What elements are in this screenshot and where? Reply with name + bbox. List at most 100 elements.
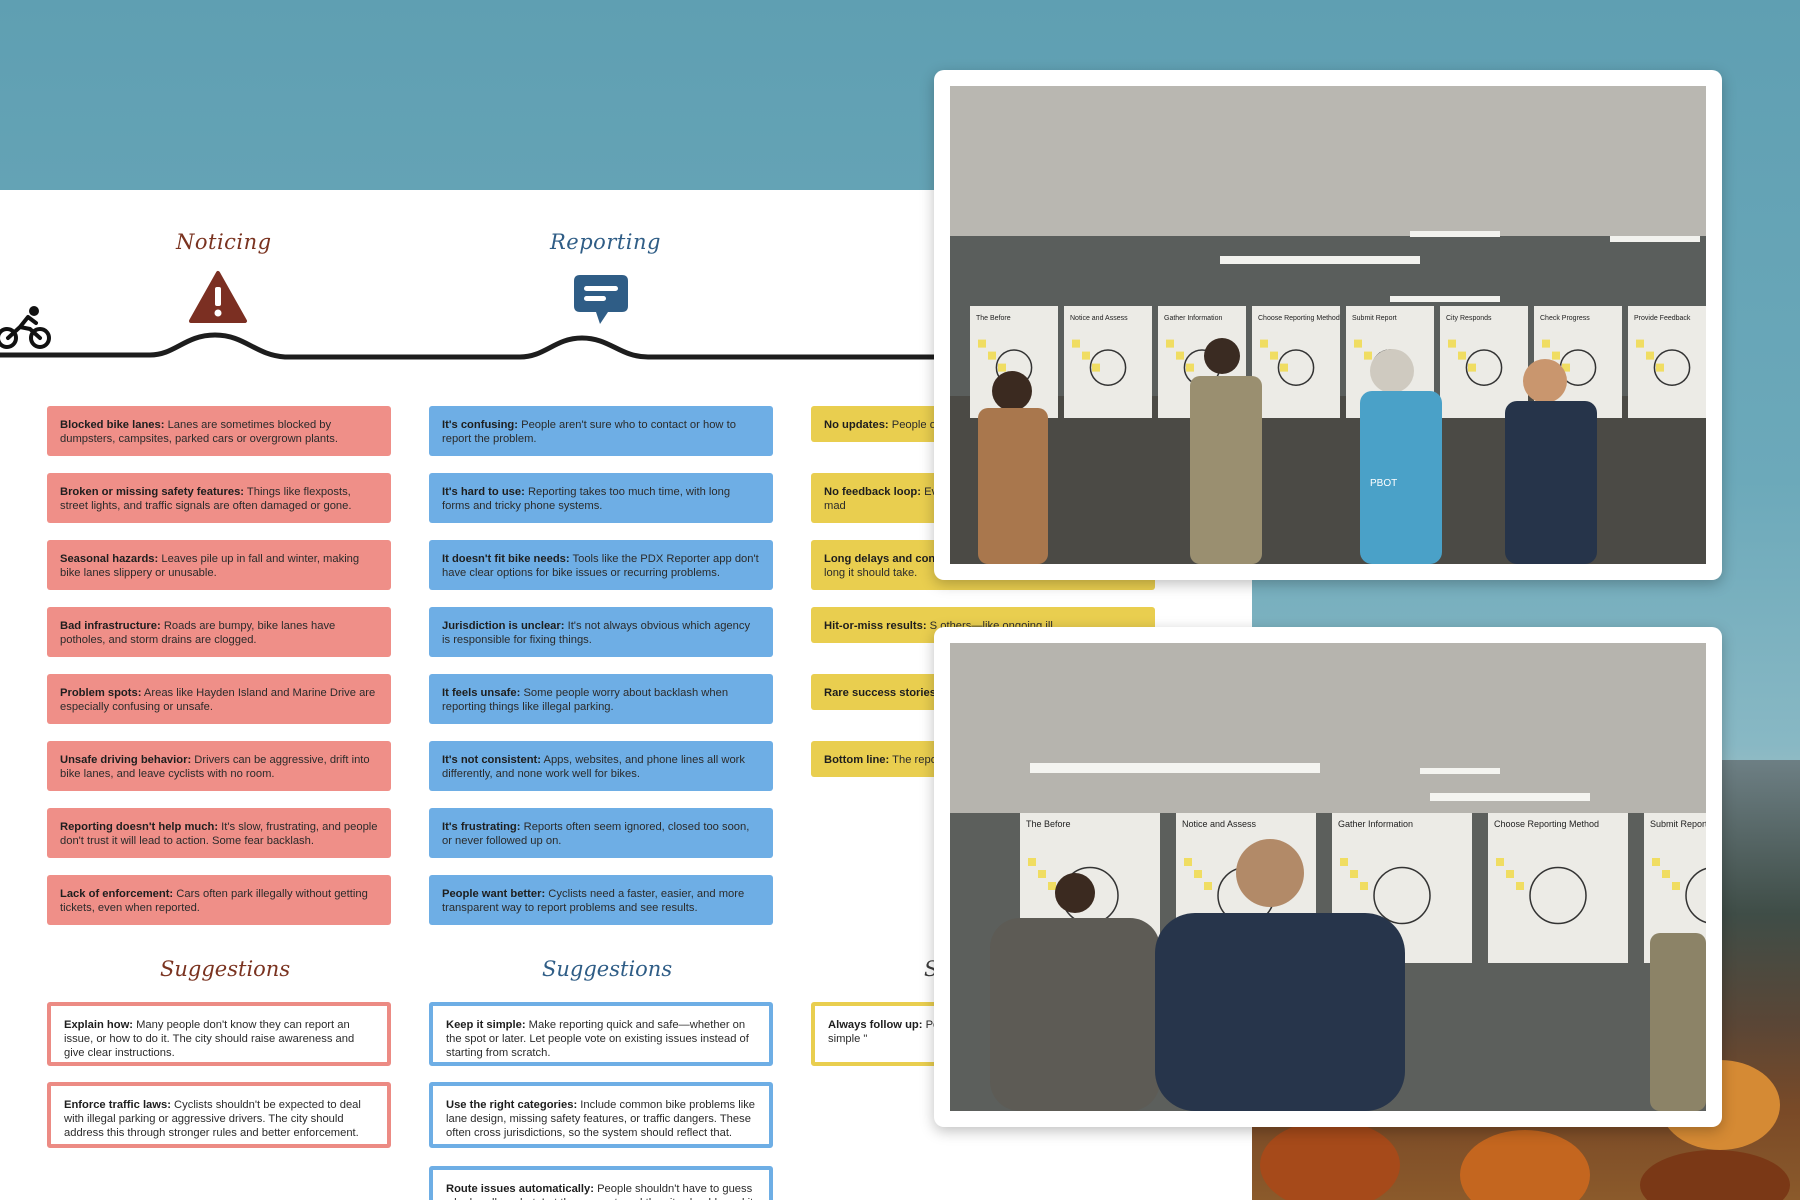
third-suggestion-card-heading: Always follow up: bbox=[828, 1019, 923, 1031]
reporting-card-text: It's not always obvious which agency is … bbox=[442, 620, 751, 646]
workshop-photo-2: The Before Notice and Assess Gather Inform… bbox=[934, 627, 1722, 1127]
reporting-card: People want better: Cyclists need a fast… bbox=[429, 875, 773, 925]
reporting-suggestion-card-text: People shouldn't have to guess who handl… bbox=[446, 1183, 753, 1200]
poster-label: Notice and Assess bbox=[1182, 819, 1257, 829]
poster-label: The Before bbox=[976, 315, 1011, 322]
reporting-card: Jurisdiction is unclear: It's not always… bbox=[429, 607, 773, 657]
third-card-heading: Rare success stories: bbox=[824, 687, 940, 699]
reporting-card-text: Cyclists need a faster, easier, and more… bbox=[442, 888, 745, 914]
poster-label: Gather Information bbox=[1164, 315, 1222, 322]
poster-label: Submit Report bbox=[1650, 819, 1706, 829]
noticing-card: Broken or missing safety features: Thing… bbox=[47, 473, 391, 523]
reporting-card-text: Tools like the PDX Reporter app don't ha… bbox=[442, 553, 759, 579]
poster-label: Check Progress bbox=[1540, 315, 1590, 322]
noticing-card-text: Cars often park illegally without gettin… bbox=[60, 888, 368, 914]
workshop-photo-2-image: The Before Notice and Assess Gather Inform… bbox=[950, 643, 1706, 1111]
noticing-card-text: Things like flexposts, street lights, an… bbox=[60, 486, 352, 512]
noticing-card-text: Leaves pile up in fall and winter, makin… bbox=[60, 553, 360, 579]
reporting-card-heading: Jurisdiction is unclear: bbox=[442, 620, 565, 632]
noticing-suggestion-card: Explain how: Many people don't know they… bbox=[47, 1002, 391, 1066]
third-card-heading: No feedback loop: bbox=[824, 486, 921, 498]
journey-poster bbox=[1064, 306, 1152, 418]
noticing-card: Problem spots: Areas like Hayden Island … bbox=[47, 674, 391, 724]
noticing-card: Unsafe driving behavior: Drivers can be … bbox=[47, 741, 391, 791]
third-card-heading: Bottom line: bbox=[824, 754, 890, 766]
noticing-card-heading: Blocked bike lanes: bbox=[60, 419, 165, 431]
noticing-suggestion-card-text: Cyclists shouldn't be expected to deal w… bbox=[64, 1099, 361, 1139]
reporting-card: It doesn't fit bike needs: Tools like th… bbox=[429, 540, 773, 590]
reporting-card: It's frustrating: Reports often seem ign… bbox=[429, 808, 773, 858]
noticing-card-heading: Seasonal hazards: bbox=[60, 553, 159, 565]
noticing-card-heading: Reporting doesn't help much: bbox=[60, 821, 219, 833]
noticing-card: Lack of enforcement: Cars often park ill… bbox=[47, 875, 391, 925]
reporting-card-heading: It's confusing: bbox=[442, 419, 518, 431]
svg-text:PBOT: PBOT bbox=[1370, 478, 1397, 489]
poster-label: Choose Reporting Method bbox=[1258, 315, 1340, 322]
noticing-card: Blocked bike lanes: Lanes are sometimes … bbox=[47, 406, 391, 456]
third-card-heading: Hit-or-miss results: bbox=[824, 620, 927, 632]
noticing-card-text: Areas like Hayden Island and Marine Driv… bbox=[60, 687, 376, 713]
noticing-suggestion-card: Enforce traffic laws: Cyclists shouldn't… bbox=[47, 1082, 391, 1148]
noticing-card: Bad infrastructure: Roads are bumpy, bik… bbox=[47, 607, 391, 657]
poster-label: Gather Information bbox=[1338, 819, 1413, 829]
cyclist-icon bbox=[0, 306, 51, 349]
poster-label: Provide Feedback bbox=[1634, 315, 1691, 322]
noticing-suggestion-card-text: Many people don't know they can report a… bbox=[64, 1019, 355, 1059]
suggestions-title-reporting: Suggestions bbox=[542, 957, 673, 981]
reporting-suggestion-card-text: Make reporting quick and safe—whether on… bbox=[446, 1019, 749, 1059]
noticing-card: Seasonal hazards: Leaves pile up in fall… bbox=[47, 540, 391, 590]
third-card-heading: Long delays and conf bbox=[824, 553, 939, 565]
suggestions-title-noticing: Suggestions bbox=[160, 957, 291, 981]
reporting-card-heading: It's frustrating: bbox=[442, 821, 521, 833]
chat-bubble-icon bbox=[574, 275, 628, 324]
reporting-card: It feels unsafe: Some people worry about… bbox=[429, 674, 773, 724]
third-card-heading: No updates: bbox=[824, 419, 889, 431]
reporting-suggestion-card-heading: Use the right categories: bbox=[446, 1099, 578, 1111]
reporting-card-text: Apps, websites, and phone lines all work… bbox=[442, 754, 745, 780]
reporting-suggestion-card-heading: Keep it simple: bbox=[446, 1019, 526, 1031]
journey-poster bbox=[1252, 306, 1340, 418]
reporting-card-heading: People want better: bbox=[442, 888, 546, 900]
reporting-suggestion-card: Route issues automatically: People shoul… bbox=[429, 1166, 773, 1200]
reporting-card-text: Reports often seem ignored, closed too s… bbox=[442, 821, 750, 847]
reporting-suggestion-card: Keep it simple: Make reporting quick and… bbox=[429, 1002, 773, 1066]
noticing-card-text: Roads are bumpy, bike lanes have pothole… bbox=[60, 620, 336, 646]
noticing-card-text: It's slow, frustrating, and people don't… bbox=[60, 821, 378, 847]
noticing-card-text: Lanes are sometimes blocked by dumpsters… bbox=[60, 419, 338, 445]
reporting-card-text: People aren't sure who to contact or how… bbox=[442, 419, 736, 445]
reporting-card: It's hard to use: Reporting takes too mu… bbox=[429, 473, 773, 523]
journey-poster bbox=[1488, 813, 1628, 963]
reporting-suggestion-card: Use the right categories: Include common… bbox=[429, 1082, 773, 1148]
noticing-suggestion-card-heading: Enforce traffic laws: bbox=[64, 1099, 171, 1111]
journey-poster bbox=[1440, 306, 1528, 418]
reporting-suggestion-card-text: Include common bike problems like lane d… bbox=[446, 1099, 756, 1139]
noticing-card-heading: Broken or missing safety features: bbox=[60, 486, 245, 498]
noticing-card-heading: Bad infrastructure: bbox=[60, 620, 161, 632]
reporting-suggestion-card-heading: Route issues automatically: bbox=[446, 1183, 594, 1195]
reporting-card-heading: It feels unsafe: bbox=[442, 687, 521, 699]
poster-label: Choose Reporting Method bbox=[1494, 819, 1599, 829]
stage-title-reporting: Reporting bbox=[550, 230, 661, 254]
noticing-card-heading: Problem spots: bbox=[60, 687, 142, 699]
poster-label: Submit Report bbox=[1352, 315, 1397, 322]
poster-label: Notice and Assess bbox=[1070, 315, 1128, 322]
noticing-card-heading: Lack of enforcement: bbox=[60, 888, 174, 900]
noticing-suggestion-card-heading: Explain how: bbox=[64, 1019, 133, 1031]
reporting-card-text: Reporting takes too much time, with long… bbox=[442, 486, 731, 512]
people-silhouettes bbox=[990, 839, 1706, 1111]
reporting-card-heading: It doesn't fit bike needs: bbox=[442, 553, 570, 565]
journey-poster bbox=[1628, 306, 1706, 418]
noticing-card: Reporting doesn't help much: It's slow, … bbox=[47, 808, 391, 858]
workshop-photo-1-image: The Before Notice and Assess Gather Inform… bbox=[950, 86, 1706, 564]
stage-title-noticing: Noticing bbox=[176, 230, 272, 254]
poster-label: City Responds bbox=[1446, 315, 1492, 322]
warning-icon bbox=[189, 271, 247, 323]
reporting-card-heading: It's not consistent: bbox=[442, 754, 541, 766]
journey-road-line bbox=[0, 332, 1252, 360]
reporting-card-heading: It's hard to use: bbox=[442, 486, 525, 498]
reporting-card-text: Some people worry about backlash when re… bbox=[442, 687, 729, 713]
poster-label: The Before bbox=[1026, 819, 1071, 829]
noticing-card-text: Drivers can be aggressive, drift into bi… bbox=[60, 754, 370, 780]
people-silhouettes bbox=[978, 338, 1597, 564]
